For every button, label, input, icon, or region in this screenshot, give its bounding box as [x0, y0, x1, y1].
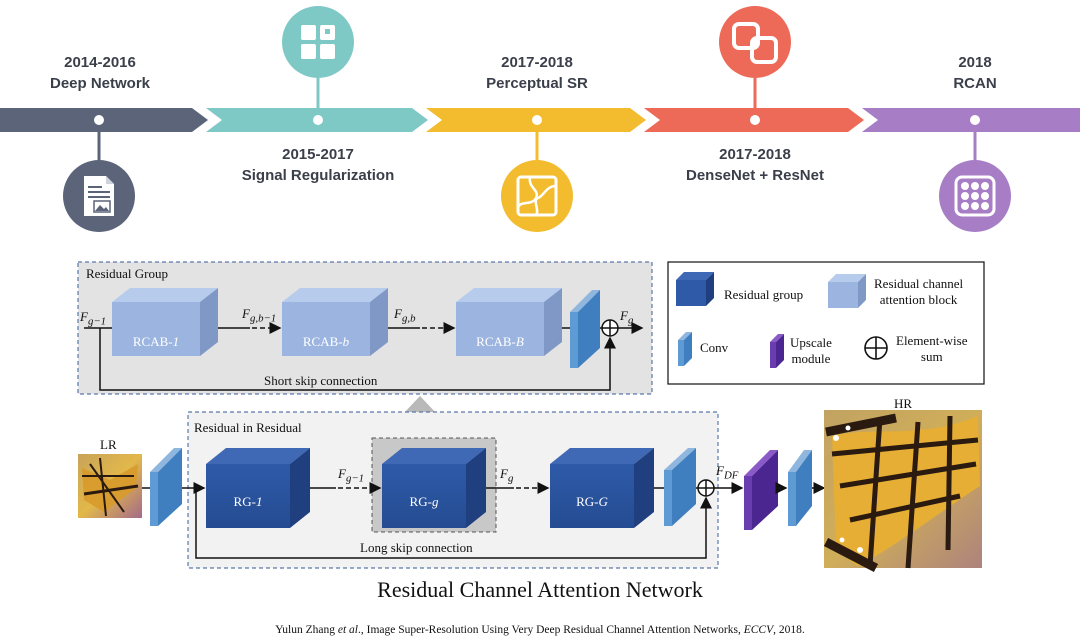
legend-rcab-line2: attention block [879, 292, 958, 307]
lr-label: LR [100, 437, 117, 452]
legend-sum-line2: sum [920, 349, 943, 364]
dot-matrix-icon [939, 160, 1011, 232]
legend-residual-group-label: Residual group [724, 287, 804, 302]
legend-conv-swatch [678, 332, 692, 366]
residual-in-residual-title: Residual in Residual [194, 420, 302, 435]
rg-block-g [382, 448, 486, 528]
rg-g-label: RG-g [382, 494, 466, 510]
legend-rcab-line1: Residual channel [874, 276, 964, 291]
f-g-b-label: Fg,b [394, 306, 416, 325]
puzzle-map-icon [501, 160, 573, 232]
milestone-marker-5 [968, 113, 982, 160]
document-image-icon [63, 160, 135, 232]
legend-conv-label: Conv [700, 340, 729, 355]
milestone-label-3: 2017-2018 Perceptual SR [457, 52, 617, 94]
f-g-minus-1-label: Fg−1 [80, 309, 107, 328]
legend-rcab-swatch [828, 274, 866, 308]
milestone-marker-2 [311, 78, 325, 127]
rg-block-1 [206, 448, 310, 528]
f-g-minus-1-label-rir: Fg−1 [338, 466, 365, 485]
block-suffix: b [342, 334, 350, 349]
milestone-label-4: 2017-2018 DenseNet + ResNet [660, 144, 850, 186]
elementwise-sum-main [697, 479, 715, 497]
lr-image [78, 454, 142, 518]
milestone-label-5: 2018 RCAN [915, 52, 1035, 94]
citation-venue: ECCV [743, 624, 774, 636]
milestone-label-2: 2015-2017 Signal Regularization [218, 144, 418, 186]
block-prefix: RCAB- [476, 334, 516, 349]
citation-title: ., Image Super-Resolution Using Very Dee… [358, 624, 744, 636]
f-g-label-rir: Fg [500, 466, 514, 485]
block-suffix: g [431, 494, 439, 509]
legend-upscale-line1: Upscale [790, 335, 832, 350]
milestone-marker-3 [530, 113, 544, 160]
milestone-name: Signal Regularization [241, 167, 395, 184]
block-prefix: RG- [576, 494, 599, 509]
milestone-period: 2017-2018 [501, 54, 573, 71]
rcab-block-1 [112, 288, 218, 356]
milestone-label-1: 2014-2016 Deep Network [20, 52, 180, 94]
conv-layer-body [664, 448, 696, 526]
upscale-module [744, 450, 778, 530]
legend-box [667, 261, 985, 385]
milestone-period: 2018 [958, 54, 992, 71]
legend-sum-label: Element-wise sum [896, 333, 967, 365]
f-g-label-group: Fg [620, 308, 634, 327]
legend-rcab-label: Residual channel attention block [874, 276, 963, 308]
milestone-period: 2017-2018 [719, 146, 791, 163]
citation-author: Yulun Zhang [275, 624, 338, 636]
conv-layer-head [150, 448, 182, 526]
rcan-architecture-diagram [77, 261, 985, 572]
short-skip-label: Short skip connection [264, 373, 378, 388]
legend-residual-group-swatch [676, 272, 714, 306]
rcab-b-label: RCAB-b [282, 334, 370, 350]
diagram-title: Residual Channel Attention Network [377, 577, 703, 602]
citation: Yulun Zhang et al., Image Super-Resoluti… [0, 624, 1080, 636]
conv-layer-tail [788, 450, 812, 526]
legend-sum-symbol [864, 336, 888, 360]
milestone-name: RCAN [953, 75, 997, 92]
overlapping-squares-icon [719, 6, 791, 78]
block-prefix: RG- [233, 494, 256, 509]
block-suffix: G [598, 494, 608, 509]
milestone-marker-1 [92, 113, 106, 160]
rcab-1-label: RCAB-1 [112, 334, 200, 350]
milestone-name: Deep Network [49, 75, 151, 92]
block-prefix: RCAB- [132, 334, 173, 349]
long-skip-connection [195, 488, 712, 559]
timeline-graphic [0, 6, 1080, 232]
milestone-period: 2015-2017 [282, 146, 354, 163]
elementwise-sum-group [601, 319, 619, 337]
f-df-label: FDF [716, 463, 739, 482]
citation-etal: et al [337, 624, 358, 636]
hr-image [823, 410, 982, 572]
block-suffix: 1 [255, 494, 263, 509]
grid-squares-icon [282, 6, 354, 78]
short-skip-connection [99, 328, 616, 391]
rg-G-label: RG-G [550, 494, 634, 510]
legend-upscale-line2: module [791, 351, 831, 366]
block-suffix: B [515, 334, 524, 349]
residual-group-title: Residual Group [86, 266, 168, 281]
block-prefix: RG- [409, 494, 432, 509]
block-prefix: RCAB- [302, 334, 343, 349]
rg-block-G [550, 448, 654, 528]
f-g-b-minus-1-label: Fg,b−1 [242, 306, 277, 325]
milestone-period: 2014-2016 [64, 54, 136, 71]
rcab-block-b [282, 288, 388, 356]
legend-upscale-swatch [770, 334, 784, 368]
milestone-name: Perceptual SR [486, 75, 588, 92]
rcab-B-label: RCAB-B [456, 334, 544, 350]
long-skip-label: Long skip connection [360, 540, 473, 555]
legend-sum-line1: Element-wise [896, 333, 968, 348]
citation-year: , 2018. [773, 624, 805, 636]
legend-upscale-label: Upscale module [790, 335, 832, 367]
block-suffix: 1 [172, 334, 180, 349]
rcab-block-B [456, 288, 562, 356]
conv-layer-group [570, 290, 600, 368]
hr-label: HR [894, 396, 913, 411]
milestone-marker-4 [748, 78, 762, 127]
rg-1-label: RG-1 [206, 494, 290, 510]
milestone-name: DenseNet + ResNet [686, 167, 824, 184]
